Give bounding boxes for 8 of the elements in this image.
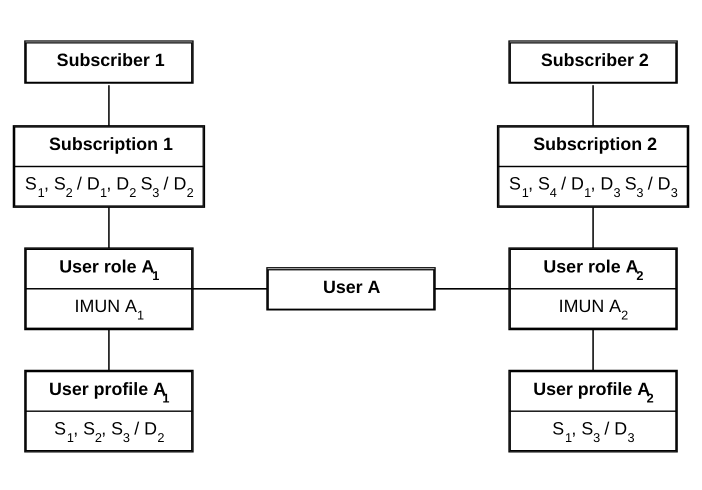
connector (108, 84, 110, 126)
connector (108, 329, 110, 370)
connector (592, 84, 594, 126)
connector (435, 288, 509, 290)
connector (193, 288, 267, 290)
connector (592, 207, 594, 248)
connector (108, 207, 110, 248)
connector (592, 329, 594, 370)
